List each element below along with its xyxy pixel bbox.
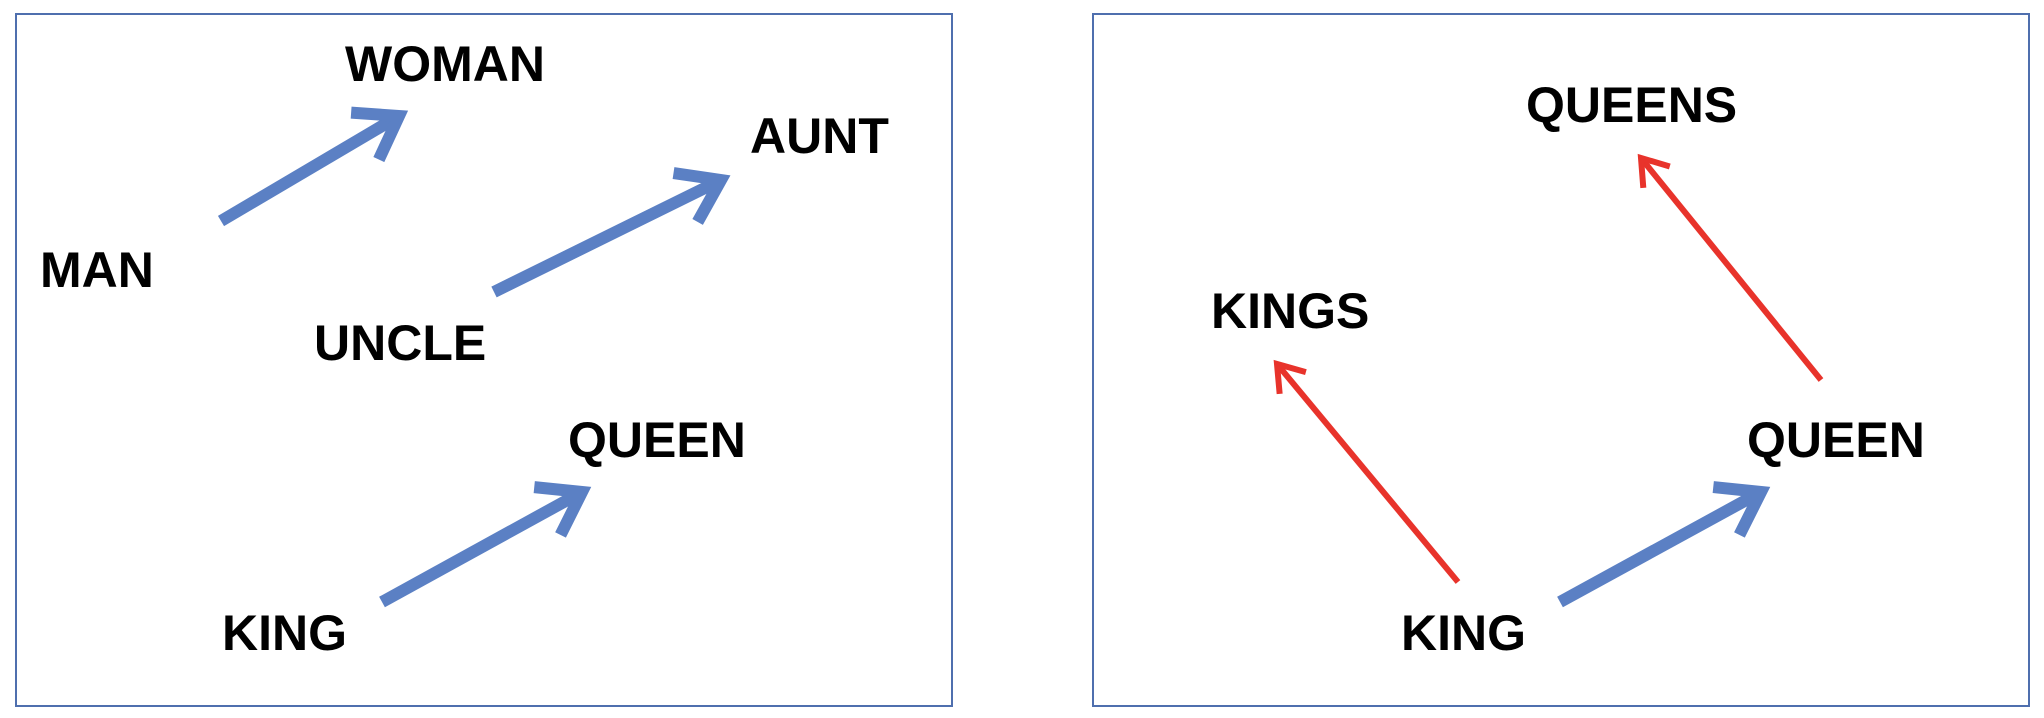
left-panel: WOMAN AUNT MAN UNCLE QUEEN KING xyxy=(15,13,953,707)
arrow-head xyxy=(1712,481,1771,538)
arrow-shaft xyxy=(1557,488,1762,608)
word-queen-right: QUEEN xyxy=(1747,412,1925,468)
arrow-shaft xyxy=(1640,158,1824,382)
arrow-king-to-kings xyxy=(1273,359,1461,584)
arrow-man-to-woman xyxy=(217,106,409,227)
word-man: MAN xyxy=(40,242,154,298)
right-panel-frame xyxy=(1092,13,2030,707)
arrow-head xyxy=(672,167,731,225)
arrow-shaft xyxy=(491,175,721,298)
arrow-queen-to-queens xyxy=(1637,153,1824,382)
arrow-head xyxy=(1273,359,1307,395)
word-king-right: KING xyxy=(1401,605,1526,661)
word-uncle: UNCLE xyxy=(314,315,486,371)
word-aunt: AUNT xyxy=(750,108,889,164)
word-king: KING xyxy=(222,605,347,661)
arrow-shaft xyxy=(217,112,400,227)
word-queens: QUEENS xyxy=(1526,77,1737,133)
arrow-head xyxy=(1637,153,1671,189)
word-woman: WOMAN xyxy=(345,36,545,92)
arrow-head xyxy=(350,106,409,163)
arrow-king-to-queen-right xyxy=(1557,481,1771,608)
arrow-uncle-to-aunt xyxy=(491,167,731,298)
word-queen: QUEEN xyxy=(568,412,746,468)
arrow-king-to-queen xyxy=(379,481,592,608)
arrow-shaft xyxy=(1276,364,1461,584)
word-kings: KINGS xyxy=(1211,283,1369,339)
right-panel: QUEENS KINGS QUEEN KING xyxy=(1092,13,2030,707)
arrow-shaft xyxy=(379,488,583,608)
left-panel-frame xyxy=(15,13,953,707)
arrow-head xyxy=(533,481,592,538)
